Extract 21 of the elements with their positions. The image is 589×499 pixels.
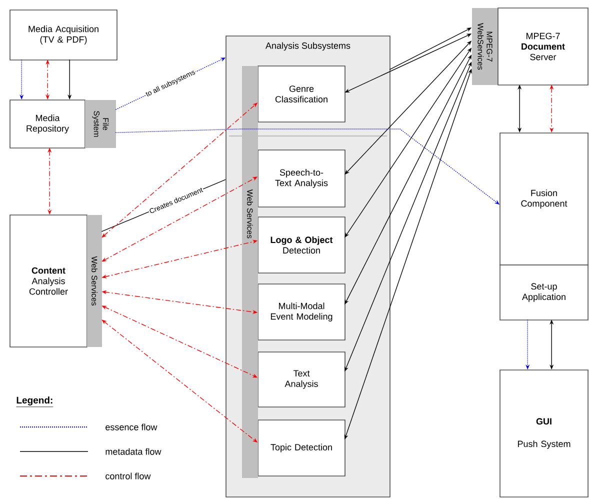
process-box: GUI Push System [500,370,588,498]
process-box: Fusion Component [500,132,588,266]
process-box: Multi-Modal Event Modeling [258,284,346,340]
interface-tab: File System [85,100,116,148]
process-box: Content Analysis Controller [10,214,88,348]
process-box: Speech-to-Text Analysis [258,150,346,208]
interface-tab: Web Services [87,215,102,347]
process-box: Set-up Application [500,264,588,320]
process-box: Genre Classification [258,66,346,122]
process-box: MPEG-7 Document Server [498,8,588,86]
interface-bar: Web Services [242,66,258,478]
legend-text: control flow [106,472,151,480]
process-box: Logo & Object Detection [258,216,346,274]
legend-text: essence flow [106,424,158,430]
process-box: Text Analysis [258,352,346,408]
process-box: Media Repository [10,100,86,148]
legend-heading: Legend: [16,396,54,408]
interface-tab: MPEG-7 WebServices [472,8,498,85]
legend-text: metadata flow [106,448,162,455]
process-box: Topic Detection [258,420,346,476]
process-box: Media Acquisition (TV & PDF) [10,10,118,60]
